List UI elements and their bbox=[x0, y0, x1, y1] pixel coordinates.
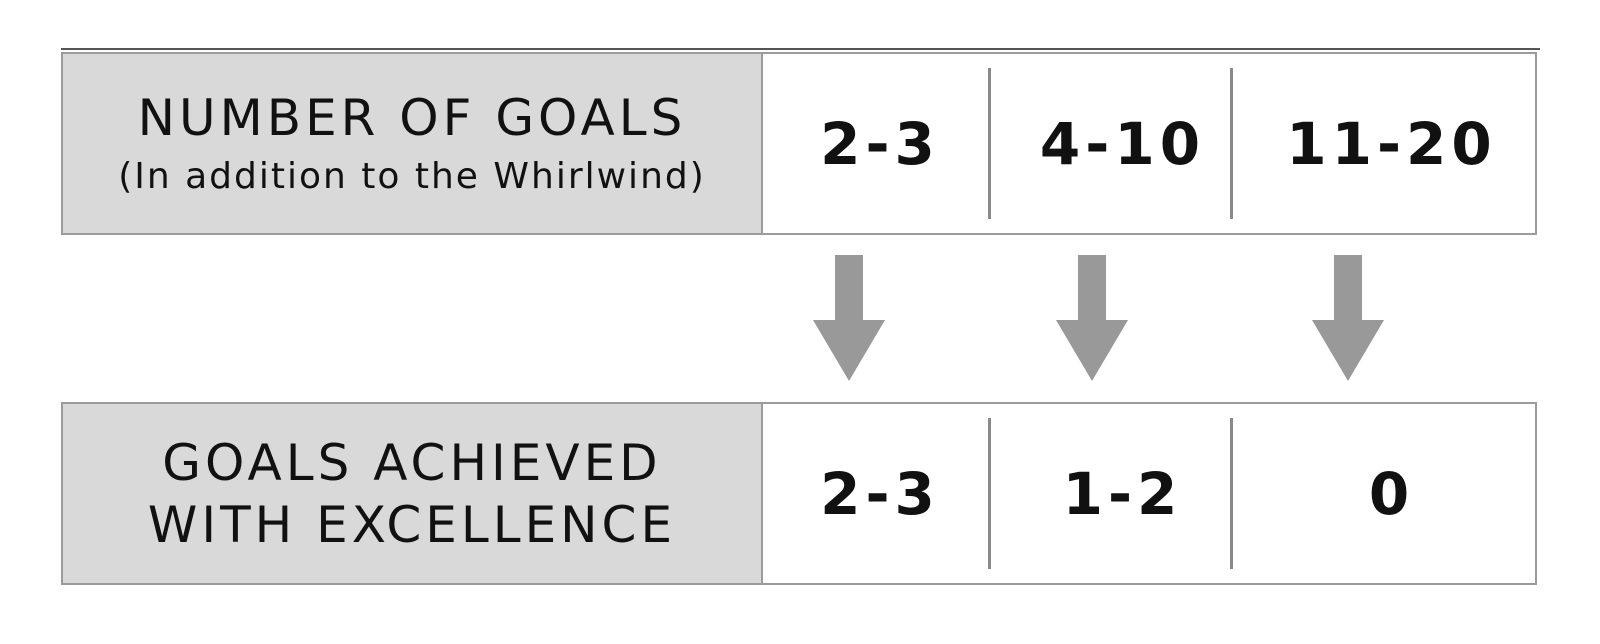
arrow-down-icon bbox=[1056, 255, 1128, 381]
goals-achieved-label-line1: GOALS ACHIEVED bbox=[162, 433, 662, 492]
goals-achieved-values: 2-3 1-2 0 bbox=[763, 404, 1535, 583]
goals-achieved-label-line2: WITH EXCELLENCE bbox=[147, 495, 677, 554]
column-divider bbox=[1230, 68, 1233, 219]
achieved-value-3: 0 bbox=[1368, 459, 1415, 528]
column-divider bbox=[988, 68, 991, 219]
number-of-goals-values: 2-3 4-10 11-20 bbox=[763, 54, 1535, 233]
number-of-goals-label: NUMBER OF GOALS bbox=[137, 88, 687, 147]
top-rule bbox=[61, 48, 1540, 50]
number-of-goals-sublabel: (In addition to the Whirlwind) bbox=[118, 155, 706, 197]
achieved-value-2: 1-2 bbox=[1062, 459, 1183, 528]
achieved-value-1: 2-3 bbox=[820, 459, 940, 528]
column-divider bbox=[988, 418, 991, 569]
goals-achieved-label-cell: GOALS ACHIEVED WITH EXCELLENCE bbox=[63, 404, 763, 583]
arrow-down-icon bbox=[1312, 255, 1384, 381]
goals-achieved-row: GOALS ACHIEVED WITH EXCELLENCE 2-3 1-2 0 bbox=[61, 402, 1537, 585]
number-of-goals-row: NUMBER OF GOALS (In addition to the Whir… bbox=[61, 52, 1537, 235]
arrow-down-icon bbox=[813, 255, 885, 381]
number-of-goals-label-cell: NUMBER OF GOALS (In addition to the Whir… bbox=[63, 54, 763, 233]
goals-value-2: 4-10 bbox=[1039, 109, 1206, 178]
goals-value-1: 2-3 bbox=[820, 109, 940, 178]
goals-value-3: 11-20 bbox=[1286, 109, 1497, 178]
column-divider bbox=[1230, 418, 1233, 569]
